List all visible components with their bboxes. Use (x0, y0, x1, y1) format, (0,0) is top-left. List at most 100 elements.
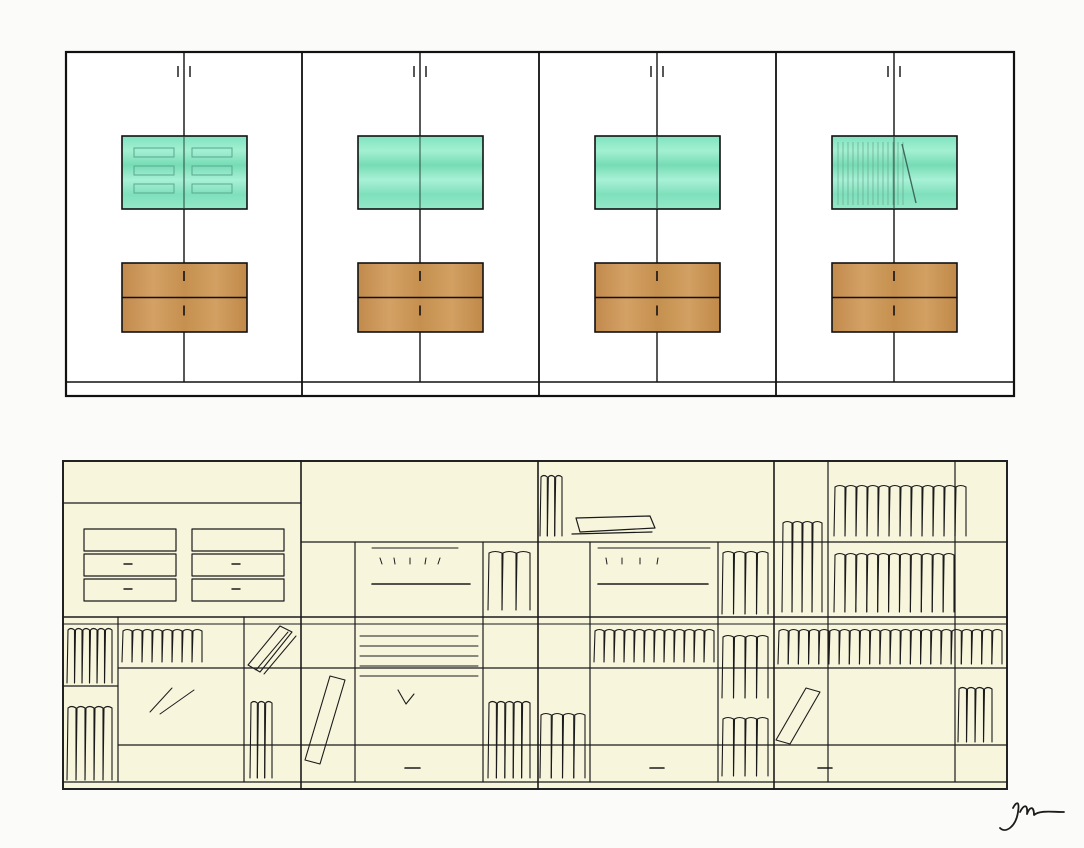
book (487, 550, 503, 611)
drawer-sketch (191, 528, 285, 552)
sketch-paper (63, 461, 1007, 789)
book-leaning (775, 687, 821, 745)
book (703, 628, 715, 663)
book (982, 686, 993, 743)
book (744, 550, 758, 615)
book (539, 712, 552, 779)
book (256, 700, 266, 779)
book (889, 628, 901, 665)
book (957, 686, 968, 743)
book-leaning (304, 675, 346, 765)
book (744, 716, 758, 777)
glass-shelf-shadow (133, 147, 175, 158)
book (899, 484, 912, 537)
book (960, 628, 973, 665)
book (787, 628, 799, 665)
book (877, 552, 890, 613)
book (550, 712, 564, 779)
glass-shelf-shadow (191, 165, 233, 176)
book (887, 552, 901, 613)
book (807, 628, 820, 665)
book (84, 705, 95, 781)
cabinet-2 (301, 52, 484, 396)
cabinet-4 (775, 52, 958, 396)
book (833, 484, 846, 537)
signature-mark (999, 802, 1065, 831)
book (191, 628, 203, 663)
book (970, 628, 983, 665)
book (561, 712, 575, 779)
book (501, 550, 517, 611)
book (102, 705, 113, 781)
book (539, 474, 548, 537)
book (981, 628, 993, 665)
book (921, 484, 934, 537)
book (554, 474, 563, 537)
book (781, 520, 793, 613)
book (663, 628, 675, 663)
drawer-sketch (191, 578, 285, 602)
book (66, 705, 77, 781)
book (673, 628, 685, 663)
book (848, 628, 861, 665)
book (919, 628, 932, 665)
light-fixture-sketch (597, 547, 711, 565)
scribble-mark (149, 687, 195, 715)
book (866, 484, 879, 537)
book (495, 700, 506, 779)
book (991, 628, 1003, 665)
book (932, 484, 945, 537)
cabinet-elevation (64, 50, 1016, 398)
book (643, 628, 655, 663)
cabinet-1 (121, 52, 248, 382)
book (755, 634, 769, 699)
book (909, 552, 922, 613)
book (515, 550, 531, 611)
interior-sketch (62, 460, 1008, 790)
book (151, 628, 163, 663)
book (844, 484, 857, 537)
glass-book-shadow (901, 143, 917, 204)
cabinet-3 (538, 52, 721, 396)
book (264, 700, 273, 779)
book (833, 552, 846, 613)
book (888, 484, 901, 537)
book (931, 552, 944, 613)
book (965, 686, 976, 743)
book (73, 627, 83, 684)
book (866, 552, 879, 613)
scribble-mark (397, 689, 415, 705)
book (66, 627, 76, 684)
book (181, 628, 193, 663)
book (777, 628, 789, 665)
light-fixture-sketch (371, 547, 459, 565)
drawer-sketch (83, 528, 177, 552)
book (573, 712, 586, 779)
book (828, 628, 840, 665)
book-leaning (255, 631, 297, 675)
book (855, 552, 868, 613)
drawer-sketch (83, 553, 177, 577)
book (141, 628, 153, 663)
book (721, 634, 735, 699)
drawer-sketch (83, 578, 177, 602)
book (487, 700, 497, 779)
book (512, 700, 523, 779)
book (898, 552, 911, 613)
book (721, 716, 735, 777)
book (755, 716, 769, 777)
book (732, 716, 746, 777)
book (858, 628, 871, 665)
drawer-handle-sketch (123, 563, 133, 590)
book (88, 627, 98, 684)
book (633, 628, 645, 663)
book (791, 520, 803, 613)
elevation-background (66, 52, 1014, 396)
book (593, 628, 605, 663)
book (693, 628, 705, 663)
book (943, 484, 956, 537)
sketch-frame (62, 460, 1008, 790)
book (732, 550, 746, 615)
book (899, 628, 911, 665)
